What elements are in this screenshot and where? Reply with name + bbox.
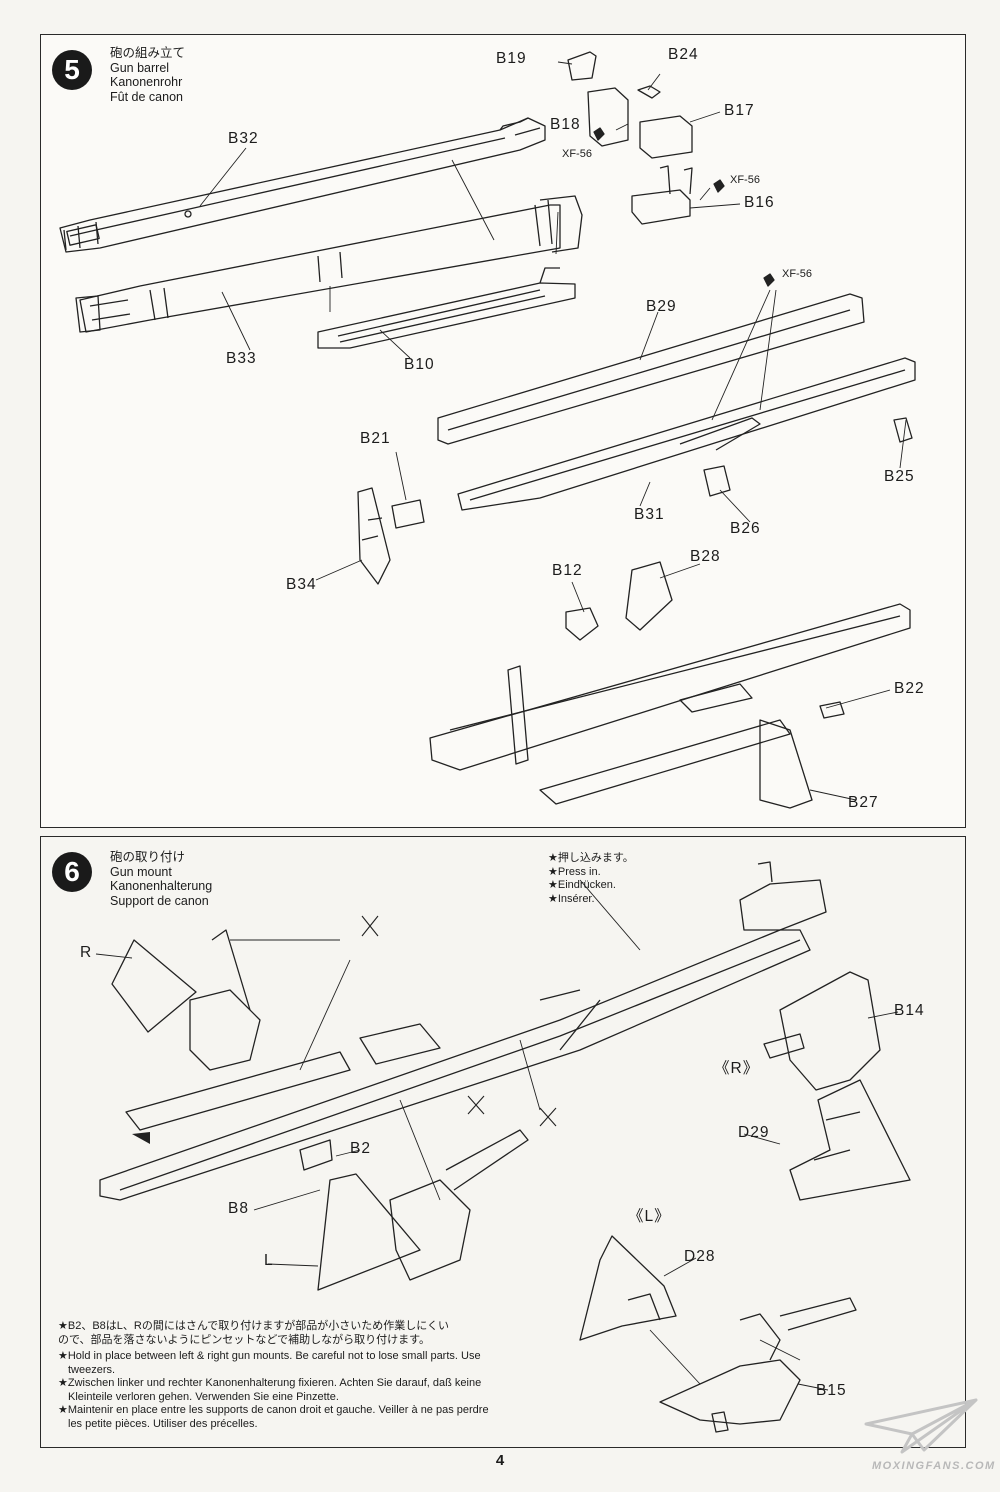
step-5-title: 砲の組み立て Gun barrel Kanonenrohr Fût de can… [110, 46, 185, 104]
page-number: 4 [495, 1452, 505, 1469]
part-d28-b15-drawing [579, 1235, 857, 1433]
part-label-b27: B27 [848, 794, 879, 811]
step-5-title-fr: Fût de canon [110, 89, 183, 104]
part-b10-drawing [317, 267, 576, 349]
step-6-title-en: Gun mount [110, 864, 172, 879]
part-label-b14: B14 [894, 1002, 925, 1019]
part-l-plate-drawing [317, 1129, 529, 1291]
paper-plane-watermark-icon [864, 1398, 978, 1454]
part-label-b19: B19 [496, 50, 527, 67]
part-b33-drawing [75, 195, 583, 333]
instruction-en-2: tweezers. [68, 1363, 116, 1376]
instruction-fr-1: ★Maintenir en place entre les supports d… [58, 1404, 489, 1416]
step-5-number-badge: 5 [52, 50, 92, 90]
part-sight-drawing [567, 51, 725, 225]
step-6-title: 砲の取り付け Gun mount Kanonenhalterung Suppor… [110, 850, 212, 908]
part-label-b28: B28 [690, 548, 721, 565]
part-label-r: R [80, 944, 93, 961]
part-label-b25: B25 [884, 468, 915, 485]
part-gun-assembly-drawing [99, 861, 827, 1201]
paint-label-xf56-2: XF-56 [730, 174, 760, 186]
instruction-de-2: Kleinteile verloren gehen. Verwenden Sie… [68, 1390, 339, 1403]
part-label-b24: B24 [668, 46, 699, 63]
part-label-b32: B32 [228, 130, 259, 147]
paint-label-xf56-3: XF-56 [782, 268, 812, 280]
step-6-title-fr: Support de canon [110, 893, 209, 908]
step-6-title-de: Kanonenhalterung [110, 879, 213, 893]
part-label-b31: B31 [634, 506, 665, 523]
step-5-title-de: Kanonenrohr [110, 75, 183, 89]
press-in-note: ★押し込みます。 ★Press in. ★Eindrücken. ★Insére… [548, 852, 634, 906]
instruction-de-1: ★Zwischen linker und rechter Kanonenhalt… [58, 1377, 482, 1389]
part-label-b18: B18 [550, 116, 581, 133]
part-label-l-side: 《L》 [628, 1208, 671, 1225]
part-label-b22: B22 [894, 680, 925, 697]
step-6-number-badge: 6 [52, 852, 92, 892]
instruction-fr-2: les petite pièces. Utiliser des précelle… [68, 1417, 258, 1430]
part-label-b29: B29 [646, 298, 677, 315]
part-label-b10: B10 [404, 356, 435, 373]
part-label-b12: B12 [552, 562, 583, 579]
step-6-title-jp: 砲の取り付け [110, 850, 186, 864]
step-5-panel [40, 34, 966, 828]
part-label-l: L [264, 1252, 274, 1269]
part-label-b34: B34 [286, 576, 317, 593]
press-in-note-en: ★Press in. [548, 865, 601, 878]
instruction-jp-2: ので、部品を落さないようにピンセットなどで補助しながら取り付けます。 [58, 1333, 431, 1346]
part-b14-d29-drawing [763, 971, 911, 1201]
part-label-b8: B8 [228, 1200, 249, 1217]
part-label-b2: B2 [350, 1140, 371, 1157]
paint-label-xf56-1: XF-56 [562, 148, 592, 160]
step-5-title-jp: 砲の組み立て [110, 46, 186, 60]
step-5-title-en: Gun barrel [110, 60, 170, 75]
part-r-plate-drawing [111, 929, 261, 1071]
assembly-instructions: ★B2、B8はL、Rの間にはさんで取り付けますが部品が小さいため作業しにくい の… [58, 1320, 489, 1431]
press-in-note-jp: ★押し込みます。 [548, 852, 634, 864]
watermark-text: MOXINGFANS.COM [872, 1460, 996, 1472]
step-6-panel [40, 836, 966, 1448]
press-in-note-de: ★Eindrücken. [548, 879, 616, 891]
part-label-b33: B33 [226, 350, 257, 367]
part-b29-b31-drawing [437, 273, 916, 511]
part-label-d29: D29 [738, 1124, 770, 1141]
part-b21-b34-drawing [357, 487, 425, 585]
part-b32-drawing [59, 117, 546, 253]
part-label-d28: D28 [684, 1248, 716, 1265]
part-label-b26: B26 [730, 520, 761, 537]
part-label-b16: B16 [744, 194, 775, 211]
instruction-en-1: ★Hold in place between left & right gun … [58, 1350, 481, 1362]
part-label-b15: B15 [816, 1382, 847, 1399]
part-label-b17: B17 [724, 102, 755, 119]
part-mount-assembly-drawing [429, 561, 911, 809]
part-label-r-side: 《R》 [714, 1060, 760, 1077]
part-label-b21: B21 [360, 430, 391, 447]
instruction-jp-1: ★B2、B8はL、Rの間にはさんで取り付けますが部品が小さいため作業しにくい [58, 1320, 450, 1332]
press-in-note-fr: ★Insérer. [548, 892, 595, 905]
